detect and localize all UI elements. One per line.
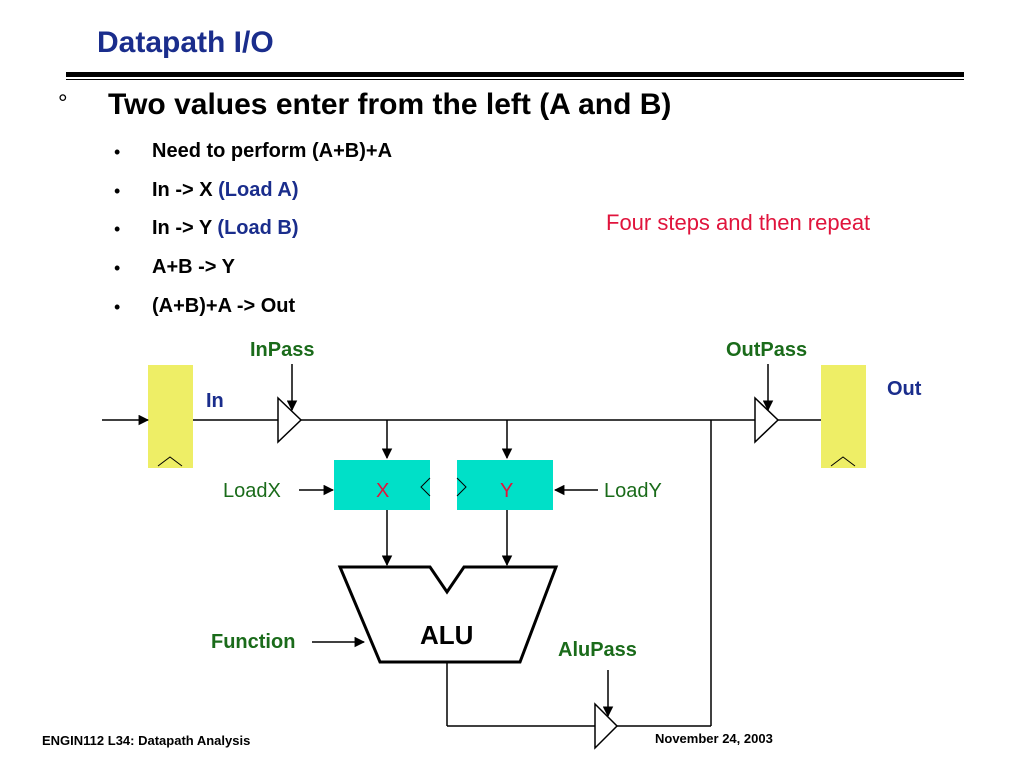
bullet-text-5: (A+B)+A -> Out: [152, 295, 295, 318]
bullet-main: Need to perform (A+B)+A: [152, 140, 393, 162]
out-label: Out: [887, 378, 922, 400]
input-pad: [148, 365, 193, 468]
y-register: [457, 460, 553, 510]
x-clock-icon: [420, 477, 431, 497]
input-pad-clock-icon: [157, 456, 183, 467]
bullet-highlight: (Load B): [217, 217, 299, 239]
loady-label: LoadY: [604, 480, 662, 502]
bullet-main: In -> Y: [152, 217, 218, 239]
bullet-main: A+B -> Y: [152, 256, 235, 278]
outpass-label: OutPass: [726, 339, 807, 361]
alu-block: [337, 565, 559, 664]
bullet-main: In -> X: [152, 179, 219, 201]
main-bullet-icon: °: [58, 90, 68, 117]
footer-course: ENGIN112 L34: Datapath Analysis: [42, 733, 251, 748]
bullet-icon: •: [114, 258, 121, 278]
bullet-highlight: (Load A): [218, 179, 299, 201]
inpass-label: InPass: [250, 339, 314, 361]
function-label: Function: [211, 631, 295, 653]
slide-title: Datapath I/O: [97, 26, 274, 59]
outpass-buffer: [754, 396, 780, 444]
x-register: [334, 460, 430, 510]
bullet-icon: •: [114, 142, 121, 162]
title-rule-thin: [66, 79, 964, 80]
bullet-main: (A+B)+A -> Out: [152, 295, 296, 317]
alu-label: ALU: [420, 620, 473, 650]
bullet-icon: •: [114, 181, 121, 201]
bullet-icon: •: [114, 219, 121, 239]
y-clock-icon: [456, 477, 467, 497]
bullet-text-2: In -> X (Load A): [152, 179, 298, 202]
main-bullet-text: Two values enter from the left (A and B): [108, 88, 672, 121]
title-rule: [66, 72, 964, 77]
footer-date: November 24, 2003: [655, 731, 773, 746]
bullet-text-4: A+B -> Y: [152, 256, 235, 279]
in-label: In: [206, 390, 224, 412]
y-register-label: Y: [500, 480, 513, 502]
inpass-buffer: [277, 396, 303, 444]
output-pad: [821, 365, 866, 468]
x-register-label: X: [376, 480, 389, 502]
bullet-text-1: Need to perform (A+B)+A: [152, 140, 392, 163]
output-pad-clock-icon: [830, 456, 856, 467]
alupass-label: AluPass: [558, 639, 637, 661]
note-text: Four steps and then repeat: [606, 210, 871, 235]
alupass-buffer: [594, 702, 619, 750]
loadx-label: LoadX: [223, 480, 281, 502]
bullet-icon: •: [114, 297, 121, 317]
bullet-text-3: In -> Y (Load B): [152, 217, 299, 240]
